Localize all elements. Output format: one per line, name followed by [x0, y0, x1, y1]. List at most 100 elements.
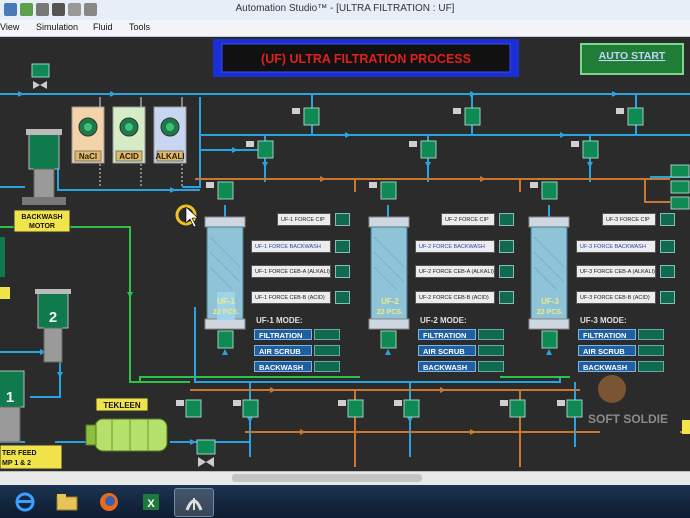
- uf-1-force-cip-led[interactable]: [335, 213, 350, 226]
- uf-2-membrane[interactable]: UF-2 22 PCS.: [368, 216, 410, 330]
- backwash-motor[interactable]: BACKWASH MOTOR: [13, 129, 71, 233]
- uf-3-force-ceb-b-button[interactable]: UF-3 FORCE CEB-B (ACID): [576, 291, 656, 304]
- valve[interactable]: [403, 399, 420, 418]
- valve[interactable]: [627, 107, 644, 126]
- uf-2-backwash-button[interactable]: BACKWASH: [418, 361, 476, 372]
- valve[interactable]: [185, 399, 202, 418]
- valve[interactable]: [257, 140, 274, 159]
- pump-1-number: 1: [6, 389, 14, 406]
- uf-1-force-ceb-b-led[interactable]: [335, 291, 350, 304]
- valve[interactable]: [420, 140, 437, 159]
- valve-tekleen[interactable]: [196, 439, 216, 455]
- valve[interactable]: [303, 107, 320, 126]
- auto-start-button[interactable]: [580, 43, 684, 75]
- uf-3-force-backwash-button[interactable]: UF-3 FORCE BACKWASH: [576, 240, 656, 253]
- valve-handles: [176, 108, 624, 406]
- valve[interactable]: [242, 399, 259, 418]
- feed-pump-label: TER FEED MP 1 & 2: [0, 444, 63, 470]
- uf-3-membrane[interactable]: UF-3 22 PCS.: [528, 216, 570, 330]
- uf-3-mode-label: UF-3 MODE:: [580, 316, 627, 325]
- ie-icon[interactable]: [6, 488, 44, 515]
- quick-access-menu-icon[interactable]: [84, 3, 97, 16]
- tekleen-filter[interactable]: TEKLEEN: [85, 397, 168, 452]
- uf-1-air-scrub-led: [314, 345, 340, 356]
- app-icon[interactable]: [4, 3, 17, 16]
- taskbar: X: [0, 485, 690, 518]
- uf-1-name: UF-1: [217, 297, 235, 306]
- valve[interactable]: [670, 164, 690, 178]
- uf-3-air-scrub-led: [638, 345, 664, 356]
- valve[interactable]: [509, 399, 526, 418]
- scrollbar-thumb[interactable]: [232, 474, 422, 482]
- valve[interactable]: [541, 330, 558, 349]
- backwash-motor-label-2: MOTOR: [29, 223, 55, 230]
- uf-3-force-ceb-a-button[interactable]: UF-3 FORCE CEB-A (ALKALI): [576, 265, 656, 278]
- uf-3-force-backwash-led[interactable]: [660, 240, 675, 253]
- uf-3-force-ceb-b-led[interactable]: [660, 291, 675, 304]
- uf-1-force-ceb-a-button[interactable]: UF-1 FORCE CEB-A (ALKALI): [251, 265, 331, 278]
- uf-2-force-ceb-b-button[interactable]: UF-2 FORCE CEB-B (ACID): [415, 291, 495, 304]
- uf-1-filtration-button[interactable]: FILTRATION: [254, 329, 312, 340]
- uf-1-membrane[interactable]: UF-1 22 PCS.: [204, 216, 246, 330]
- uf-1-air-scrub-button[interactable]: AIR SCRUB: [254, 345, 312, 356]
- uf-1-force-ceb-b-button[interactable]: UF-1 FORCE CEB-B (ACID): [251, 291, 331, 304]
- uf-1-backwash-button[interactable]: BACKWASH: [254, 361, 312, 372]
- svg-text:X: X: [147, 498, 155, 510]
- uf-2-force-ceb-b-led[interactable]: [499, 291, 514, 304]
- firefox-icon[interactable]: [90, 488, 128, 515]
- valve[interactable]: [670, 196, 690, 210]
- tank-alkali-label: ALKALI: [155, 152, 184, 161]
- uf-3-filtration-button[interactable]: FILTRATION: [578, 329, 636, 340]
- pump-1[interactable]: 1: [0, 370, 25, 443]
- valve[interactable]: [670, 180, 690, 194]
- uf-1-force-cip-button[interactable]: UF-1 FORCE CIP: [277, 213, 331, 226]
- uf-1-force-ceb-a-led[interactable]: [335, 265, 350, 278]
- menu-tools[interactable]: Tools: [129, 22, 151, 32]
- uf-schematic: (UF) ULTRA FILTRATION PROCESS AUTO START…: [0, 39, 690, 470]
- uf-1-force-backwash-button[interactable]: UF-1 FORCE BACKWASH: [251, 240, 331, 253]
- automation-studio-icon[interactable]: [174, 488, 214, 517]
- uf-3-force-cip-button[interactable]: UF-3 FORCE CIP: [602, 213, 656, 226]
- valve[interactable]: [464, 107, 481, 126]
- uf-2-force-cip-button[interactable]: UF-2 FORCE CIP: [441, 213, 495, 226]
- uf-3-backwash-button[interactable]: BACKWASH: [578, 361, 636, 372]
- valve[interactable]: [347, 399, 364, 418]
- menu-fluid[interactable]: Fluid: [93, 22, 113, 32]
- valve[interactable]: [566, 399, 583, 418]
- quick-access-step-icon[interactable]: [36, 3, 49, 16]
- valve[interactable]: [582, 140, 599, 159]
- folder-icon[interactable]: [48, 488, 86, 515]
- tekleen-label: TEKLEEN: [103, 401, 141, 410]
- watermark-text: SOFT SOLDIE: [588, 412, 668, 426]
- uf-3-force-cip-led[interactable]: [660, 213, 675, 226]
- uf-3-air-scrub-button[interactable]: AIR SCRUB: [578, 345, 636, 356]
- horizontal-scrollbar[interactable]: [0, 471, 690, 485]
- valve[interactable]: [380, 330, 397, 349]
- quick-access-pause-icon[interactable]: [68, 3, 81, 16]
- excel-icon[interactable]: X: [132, 488, 170, 515]
- valve[interactable]: [217, 330, 234, 349]
- valve[interactable]: [541, 181, 558, 200]
- uf-2-force-backwash-button[interactable]: UF-2 FORCE BACKWASH: [415, 240, 495, 253]
- auto-start-label[interactable]: AUTO START: [599, 50, 666, 62]
- valve[interactable]: [217, 181, 234, 200]
- uf-2-force-ceb-a-button[interactable]: UF-2 FORCE CEB-A (ALKALI): [415, 265, 495, 278]
- uf-2-filtration-button[interactable]: FILTRATION: [418, 329, 476, 340]
- valve-top-left-body: [33, 81, 47, 89]
- schematic-canvas[interactable]: (UF) ULTRA FILTRATION PROCESS AUTO START…: [0, 37, 690, 471]
- quick-access-run-icon[interactable]: [20, 3, 33, 16]
- menu-bar: View Simulation Fluid Tools: [0, 20, 690, 37]
- uf-2-force-cip-led[interactable]: [499, 213, 514, 226]
- uf-3-force-ceb-a-led[interactable]: [660, 265, 675, 278]
- uf-1-force-backwash-led[interactable]: [335, 240, 350, 253]
- menu-view[interactable]: View: [0, 22, 20, 32]
- pump-2[interactable]: 2: [35, 289, 71, 363]
- uf-2-air-scrub-button[interactable]: AIR SCRUB: [418, 345, 476, 356]
- menu-simulation[interactable]: Simulation: [36, 22, 79, 32]
- uf-2-force-ceb-a-led[interactable]: [499, 265, 514, 278]
- valve[interactable]: [380, 181, 397, 200]
- uf-2-force-backwash-led[interactable]: [499, 240, 514, 253]
- valve-top-left[interactable]: [31, 63, 50, 78]
- uf-3-backwash-led: [638, 361, 664, 372]
- quick-access-stop-icon[interactable]: [52, 3, 65, 16]
